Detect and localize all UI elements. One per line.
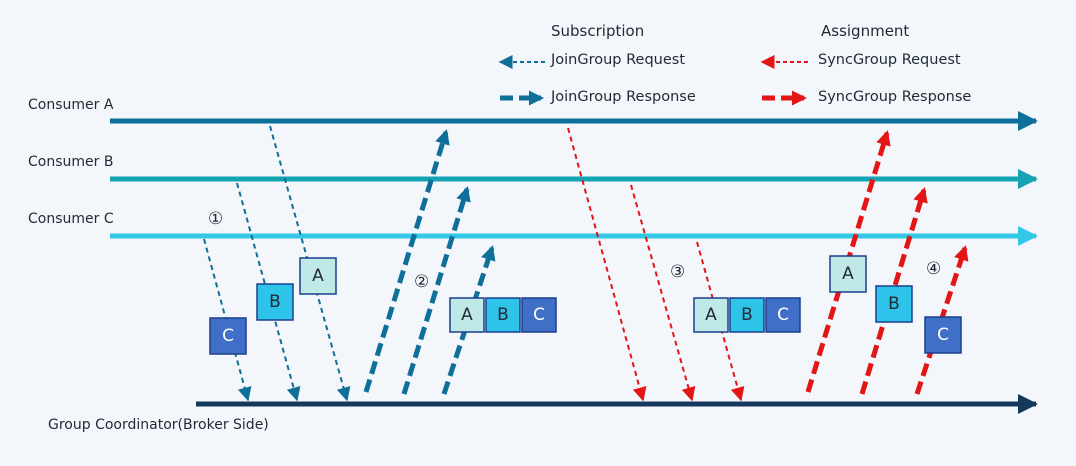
consumer-c-label: Consumer C xyxy=(28,211,114,227)
sync-response-box-b: B xyxy=(875,285,913,323)
join-response-box-a-label: A xyxy=(461,305,473,325)
join-request-box-a-label: A xyxy=(312,266,324,286)
legend-sync-response-label: SyncGroup Response xyxy=(818,89,971,105)
sync-request-box-c-label: C xyxy=(777,305,789,325)
sync-response-box-c: C xyxy=(924,316,962,354)
sync-request-assignment-list: A B C xyxy=(693,297,801,333)
sync-response-box-c-label: C xyxy=(937,325,949,345)
join-request-arrow-a xyxy=(269,125,351,402)
legend-subscription-title: Subscription xyxy=(551,22,644,40)
sync-response-box-a-label: A xyxy=(842,264,854,284)
join-request-box-c-label: C xyxy=(222,326,234,346)
legend-join-response-label: JoinGroup Response xyxy=(550,89,696,105)
join-request-box-a: A xyxy=(299,257,337,295)
step-4-marker: ④ xyxy=(926,259,941,279)
sync-request-arrow-a xyxy=(567,127,647,402)
join-request-box-b-label: B xyxy=(269,292,281,312)
coordinator-label: Group Coordinator(Broker Side) xyxy=(48,417,269,433)
sync-response-box-b-label: B xyxy=(888,294,900,314)
sync-request-box-a-label: A xyxy=(705,305,717,325)
sync-response-box-a: A xyxy=(829,255,867,293)
step-1-marker: ① xyxy=(208,209,223,229)
step-3-marker: ③ xyxy=(670,262,685,282)
join-request-box-c: C xyxy=(209,317,247,355)
join-response-member-list: A B C xyxy=(449,297,557,333)
join-response-box-c-label: C xyxy=(533,305,545,325)
step-2-marker: ② xyxy=(414,272,429,292)
consumer-a-label: Consumer A xyxy=(28,97,114,113)
sync-request-box-b-label: B xyxy=(741,305,753,325)
legend-sync-request-label: SyncGroup Request xyxy=(818,52,961,68)
join-response-arrow-a xyxy=(363,129,450,393)
join-response-box-b-label: B xyxy=(497,305,509,325)
join-request-box-b: B xyxy=(256,283,294,321)
legend-join-request-label: JoinGroup Request xyxy=(550,52,685,68)
consumer-b-label: Consumer B xyxy=(28,154,113,170)
join-response-arrow-b xyxy=(401,186,471,395)
sync-request-arrow-b xyxy=(630,184,696,402)
legend-assignment-title: Assignment xyxy=(821,22,909,40)
